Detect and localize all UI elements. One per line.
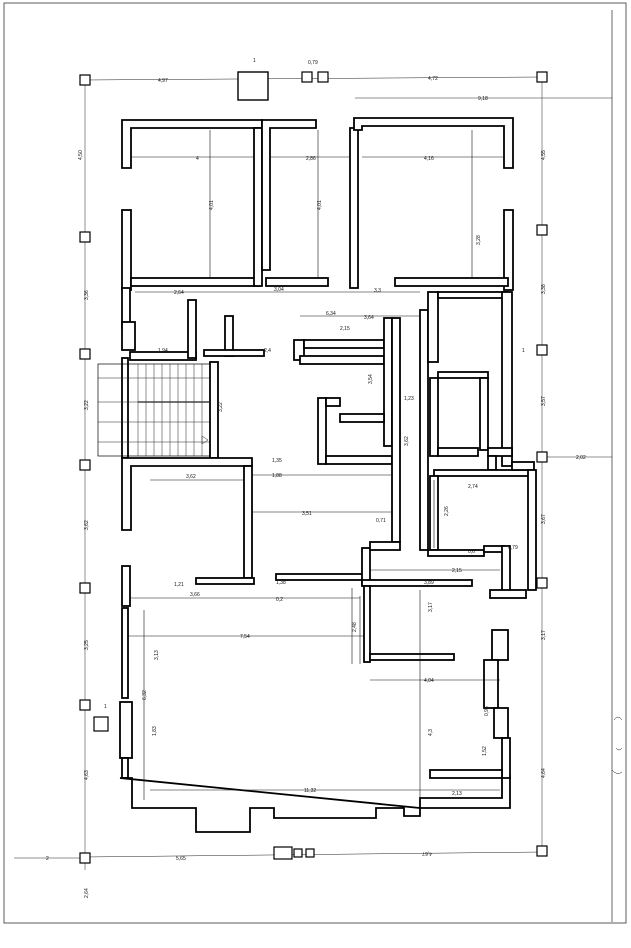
dim-right-col-2: 3,38 [541,284,547,294]
dim-low-11: 1,52 [482,746,488,756]
dim-side-2: 1 [522,348,525,354]
dim-corridor-6: 2,15 [340,326,350,332]
dim-right-col-4: 3,67 [541,514,547,524]
dim-low-9: 6,32 [142,690,148,700]
dim-mid-14: 0,79 [508,545,518,551]
dim-low-1: 7,54 [240,634,250,640]
dim-mid-9: 2,26 [444,506,450,516]
dim-top-right-span: 4,72 [428,76,438,82]
dim-low-2: 3,17 [428,602,434,612]
dim-right-col-5: 3,17 [541,630,547,640]
dim-low-6: 11,32 [304,788,316,794]
dim-right-ext: 2,02 [576,455,586,461]
dim-top-box-gap: 0,79 [308,60,318,66]
dim-left-col-2: 3,36 [84,290,90,300]
dim-left-col-7: 2,64 [84,888,90,898]
paper-border [3,2,627,924]
dim-corridor-4: 6,34 [326,311,336,317]
dim-corridor-7: 1,94 [158,348,168,354]
dim-bottom-left: 2 [46,856,49,862]
dim-mid-6: 3,51 [302,511,312,517]
dim-mid-17: 1,21 [174,582,184,588]
dim-right-col-3: 3,57 [541,396,547,406]
dim-low-10: 1,83 [152,726,158,736]
dim-mid-12: 3,89 [424,580,434,586]
dim-corridor-5: 3,64 [364,315,374,321]
dim-right-col-1: 4,55 [541,150,547,160]
dim-low-5: 4,3 [428,729,434,736]
dim-stair-1: 3,22 [218,402,224,412]
dim-mid-15: 1,38 [276,580,286,586]
dim-mid-8: 2,74 [468,484,478,490]
dim-left-col-1: 4,50 [78,150,84,160]
dim-low-3: 2,48 [352,622,358,632]
dim-left-col-3: 3,22 [84,400,90,410]
dim-top-overall: 9,18 [478,96,488,102]
dim-room1-height: 4,01 [209,200,215,210]
dim-mid-7: 3,62 [186,474,196,480]
dim-low-12: 0,96 [484,706,490,716]
dim-mid-11: 0,71 [376,518,386,524]
walls [119,117,537,833]
dim-left-col-6: 4,63 [84,770,90,780]
dim-mid-18: 0,2 [276,597,283,603]
dim-room2-height: 4,01 [317,200,323,210]
dim-left-col-5: 3,25 [84,640,90,650]
dim-low-8: 3,13 [154,650,160,660]
dim-low-4: 4,04 [424,678,434,684]
dim-corridor-8: 2,4 [264,348,271,354]
dim-top-box-width: 1 [253,58,256,64]
dim-corridor-2: 3,04 [274,287,284,293]
dim-low-7: 2,13 [452,791,462,797]
dim-mid-5: 1,88 [272,473,282,479]
margin-marks [611,716,623,774]
dim-mid-3: 3,62 [404,436,410,446]
dim-bottom-span-1: 5,65 [176,856,186,862]
dim-mid-16: 3,66 [190,592,200,598]
dim-left-col-4: 3,62 [84,520,90,530]
dimension-lines [128,130,504,800]
dim-mid-1: 3,54 [368,374,374,384]
dim-room1-width: 4 [196,156,199,162]
stair-treads [97,363,211,457]
dim-bottom-span-2: 4,67 [422,850,432,856]
grid-markers [79,71,548,864]
dim-right-col-6: 4,64 [541,768,547,778]
dimension-labels: 4,97 1 0,79 4,72 9,18 4,50 3,36 3,22 3,6… [46,58,586,898]
dim-corridor-1: 2,64 [174,290,184,296]
dim-room3-height: 3,28 [476,235,482,245]
dim-top-left-span: 4,97 [158,78,168,84]
dim-mid-10: 0,6 [468,549,475,555]
dim-room3-width: 4,16 [424,156,434,162]
dim-mid-13: 2,15 [452,568,462,574]
dim-mid-2: 1,23 [404,396,414,402]
dim-room2-width: 2,86 [306,156,316,162]
dim-mid-4: 1,35 [272,458,282,464]
dim-corridor-3: 3,3 [374,288,381,294]
grid-lines [14,76,612,870]
dim-side-1: 1 [104,704,107,710]
